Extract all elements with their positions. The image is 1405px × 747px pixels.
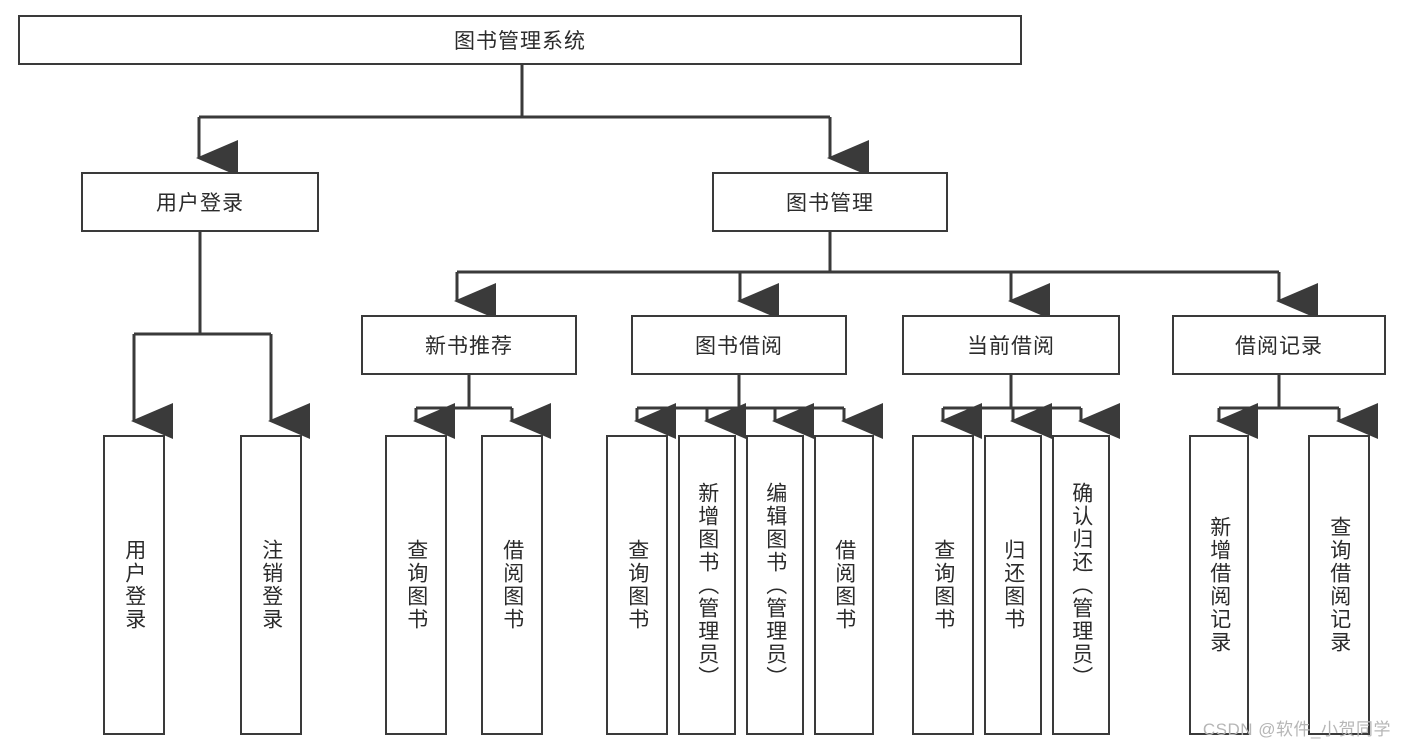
node-leaf-add-book[interactable]: 新增图书（管理员） bbox=[678, 435, 736, 735]
node-label-leaf-user-login: 用户登录 bbox=[122, 539, 146, 631]
node-user-login[interactable]: 用户登录 bbox=[81, 172, 319, 232]
node-label-leaf-add-record: 新增借阅记录 bbox=[1207, 516, 1231, 654]
node-leaf-rec-query[interactable]: 查询图书 bbox=[385, 435, 447, 735]
node-label-leaf-return-book: 归还图书 bbox=[1001, 539, 1025, 631]
node-current-borrow[interactable]: 当前借阅 bbox=[902, 315, 1120, 375]
node-leaf-borrow-query[interactable]: 查询图书 bbox=[606, 435, 668, 735]
node-leaf-user-login[interactable]: 用户登录 bbox=[103, 435, 165, 735]
node-leaf-cur-query[interactable]: 查询图书 bbox=[912, 435, 974, 735]
node-new-book-rec[interactable]: 新书推荐 bbox=[361, 315, 577, 375]
node-label-leaf-borrow-book: 借阅图书 bbox=[832, 539, 856, 631]
node-label-leaf-rec-query: 查询图书 bbox=[404, 539, 428, 631]
node-leaf-confirm-return[interactable]: 确认归还（管理员） bbox=[1052, 435, 1110, 735]
node-leaf-query-record[interactable]: 查询借阅记录 bbox=[1308, 435, 1370, 735]
node-borrow-record[interactable]: 借阅记录 bbox=[1172, 315, 1386, 375]
node-label-leaf-edit-book: 编辑图书（管理员） bbox=[763, 481, 787, 689]
node-book-borrow[interactable]: 图书借阅 bbox=[631, 315, 847, 375]
node-root[interactable]: 图书管理系统 bbox=[18, 15, 1022, 65]
node-leaf-user-logout[interactable]: 注销登录 bbox=[240, 435, 302, 735]
node-leaf-borrow-book[interactable]: 借阅图书 bbox=[814, 435, 874, 735]
node-leaf-return-book[interactable]: 归还图书 bbox=[984, 435, 1042, 735]
node-leaf-edit-book[interactable]: 编辑图书（管理员） bbox=[746, 435, 804, 735]
node-label-book-borrow: 图书借阅 bbox=[695, 335, 783, 358]
node-label-new-book-rec: 新书推荐 bbox=[425, 335, 513, 358]
node-label-leaf-add-book: 新增图书（管理员） bbox=[695, 481, 719, 689]
node-label-leaf-user-logout: 注销登录 bbox=[259, 539, 283, 631]
node-label-borrow-record: 借阅记录 bbox=[1235, 335, 1323, 358]
node-leaf-add-record[interactable]: 新增借阅记录 bbox=[1189, 435, 1249, 735]
node-label-current-borrow: 当前借阅 bbox=[967, 335, 1055, 358]
node-label-leaf-confirm-return: 确认归还（管理员） bbox=[1069, 481, 1093, 689]
csdn-watermark: CSDN @软件_小贺同学 bbox=[1202, 720, 1391, 739]
node-label-leaf-rec-borrow: 借阅图书 bbox=[500, 539, 524, 631]
node-leaf-rec-borrow[interactable]: 借阅图书 bbox=[481, 435, 543, 735]
node-book-manage[interactable]: 图书管理 bbox=[712, 172, 948, 232]
node-label-user-login: 用户登录 bbox=[156, 192, 244, 215]
node-label-leaf-cur-query: 查询图书 bbox=[931, 539, 955, 631]
node-label-leaf-query-record: 查询借阅记录 bbox=[1327, 516, 1351, 654]
node-label-leaf-borrow-query: 查询图书 bbox=[625, 539, 649, 631]
node-label-root: 图书管理系统 bbox=[454, 30, 586, 53]
node-label-book-manage: 图书管理 bbox=[786, 192, 874, 215]
